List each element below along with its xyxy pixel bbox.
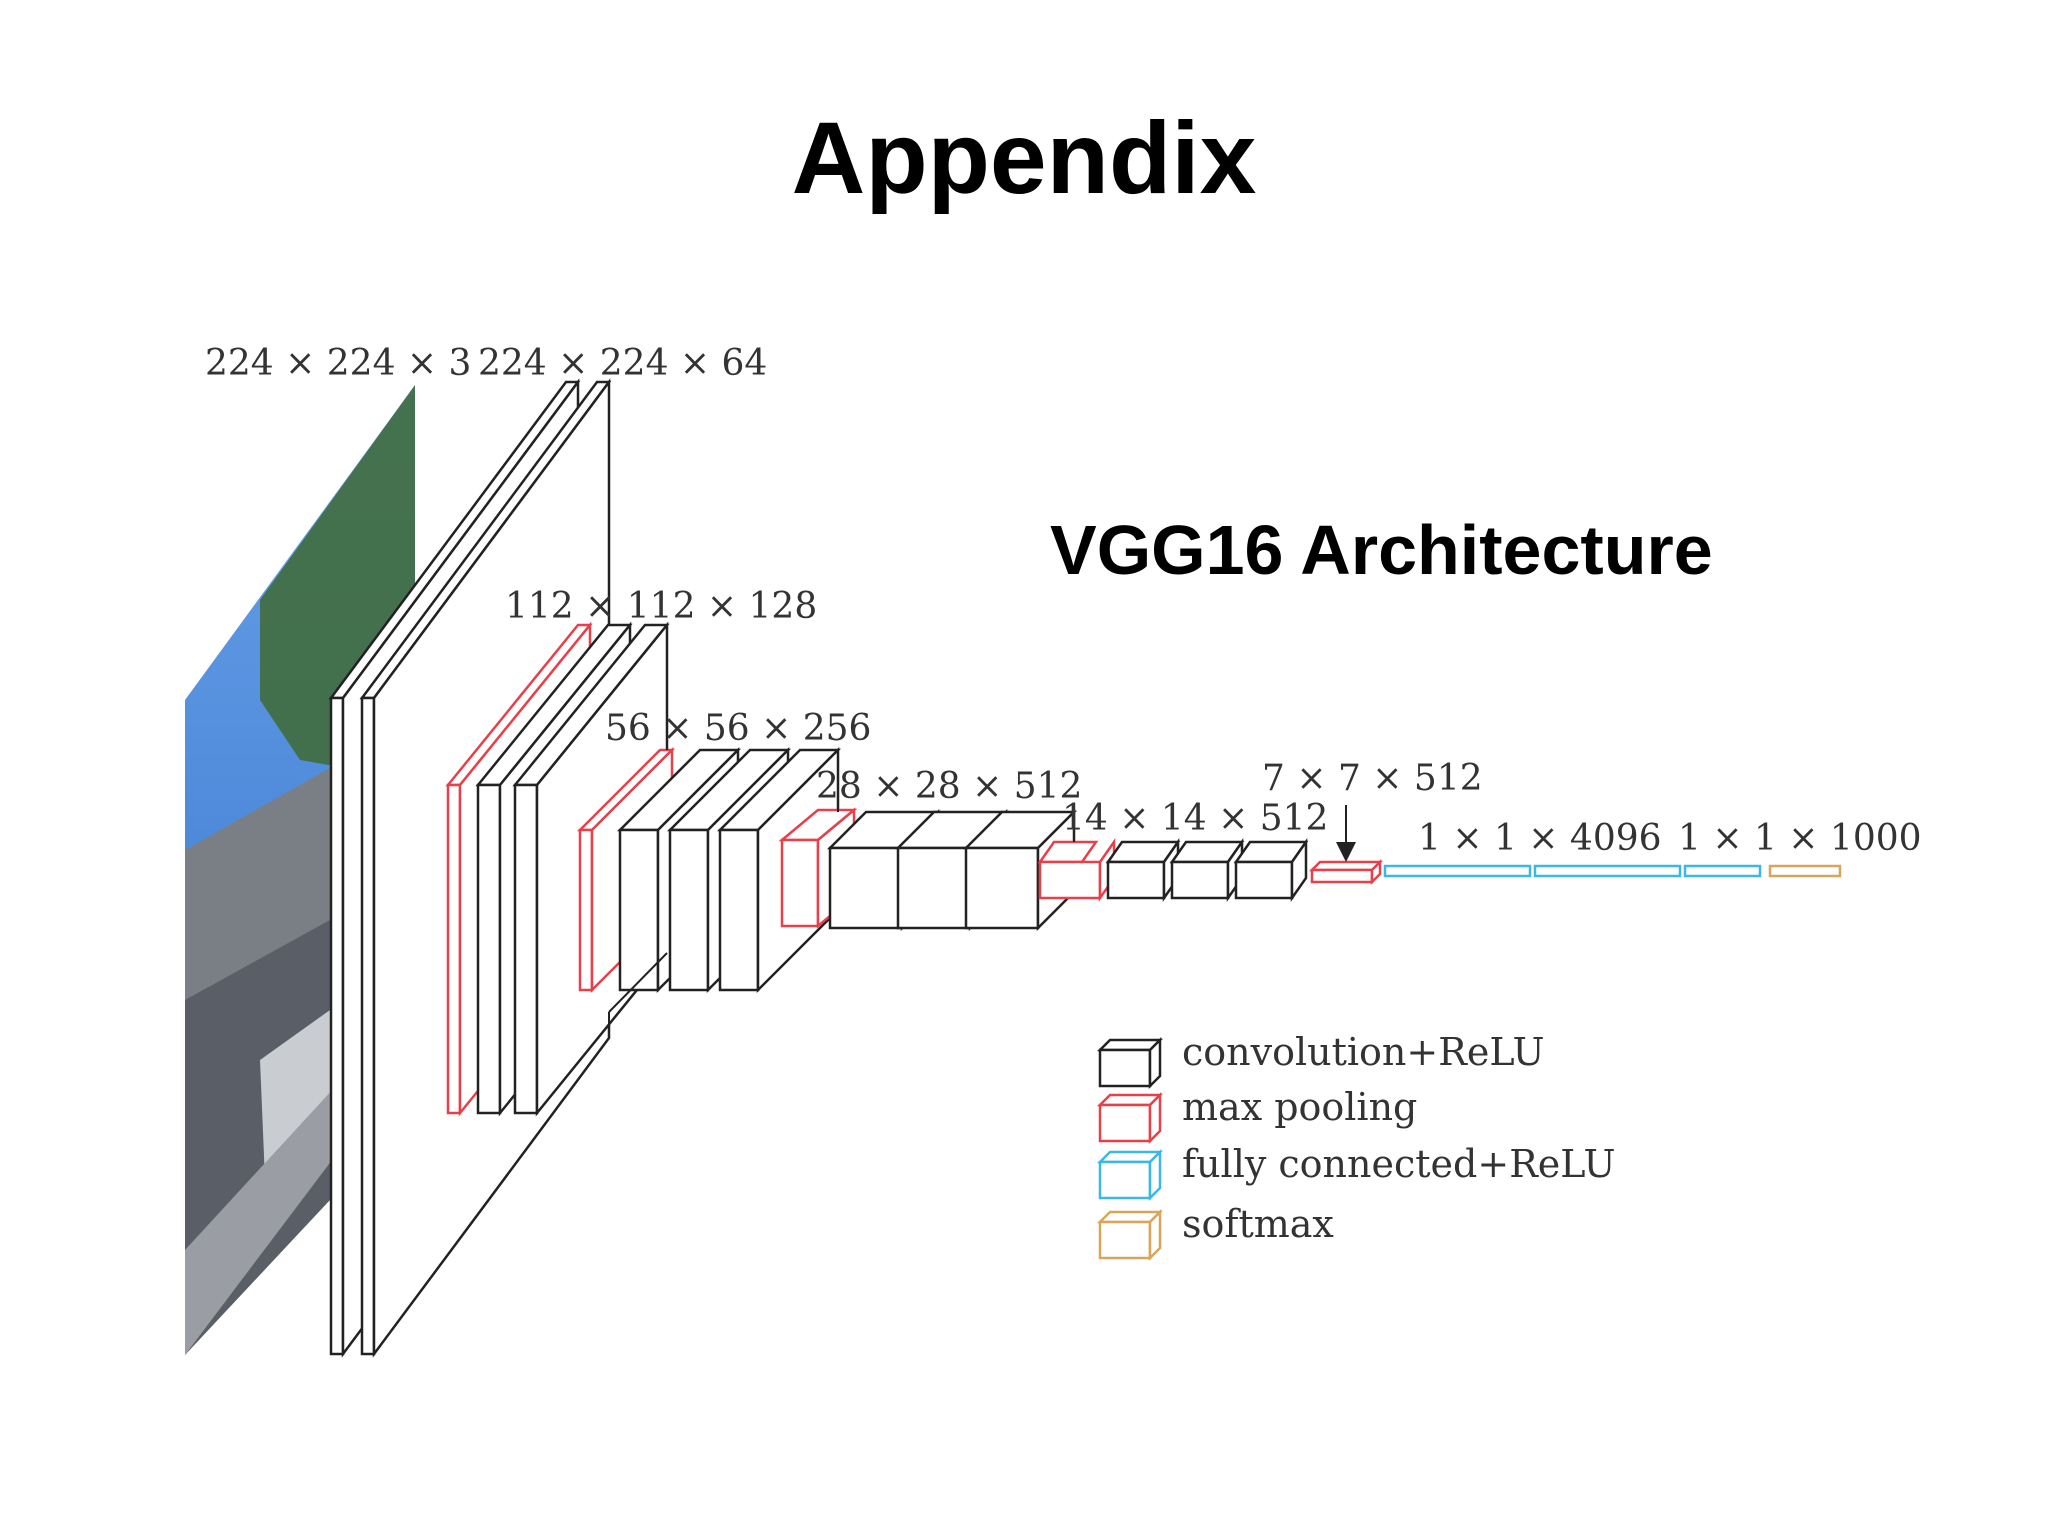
- legend-item-conv: convolution+ReLU: [1096, 1030, 1545, 1090]
- slide-title: Appendix: [791, 101, 1257, 215]
- conv4-block: [778, 807, 1078, 932]
- dim-label-softmax: 1 × 1 × 1000: [1678, 818, 1922, 859]
- legend-item-softmax: softmax: [1096, 1202, 1334, 1262]
- legend-label-pool: max pooling: [1182, 1085, 1417, 1129]
- pool5-block: [1308, 858, 1384, 886]
- diagram-subtitle: VGG16 Architecture: [1050, 511, 1713, 589]
- conv5-block: [1037, 838, 1309, 902]
- conv2-block: [445, 621, 670, 1117]
- dim-label-conv1: 224 × 224 × 64: [478, 343, 767, 384]
- legend: convolution+ReLU max pooling fully conne…: [1096, 1030, 1615, 1262]
- conv3-block: [576, 746, 842, 994]
- dim-label-fc: 1 × 1 × 4096: [1418, 818, 1662, 859]
- legend-item-fc: fully connected+ReLU: [1096, 1142, 1615, 1202]
- connector-lines: [608, 382, 1356, 1038]
- dim-label-conv3: 56 × 56 × 256: [605, 708, 871, 749]
- dim-label-pool5: 7 × 7 × 512: [1262, 758, 1483, 799]
- fc-layers: [1383, 864, 1842, 878]
- legend-item-pool: max pooling: [1096, 1085, 1417, 1145]
- dim-label-input: 224 × 224 × 3: [205, 343, 471, 384]
- legend-label-fc: fully connected+ReLU: [1182, 1142, 1615, 1186]
- dim-label-conv5: 14 × 14 × 512: [1062, 798, 1328, 839]
- legend-label-softmax: softmax: [1182, 1202, 1334, 1246]
- dim-label-conv4: 28 × 28 × 512: [816, 766, 1082, 807]
- dim-label-conv2: 112 × 112 × 128: [505, 586, 817, 627]
- legend-label-conv: convolution+ReLU: [1182, 1030, 1545, 1074]
